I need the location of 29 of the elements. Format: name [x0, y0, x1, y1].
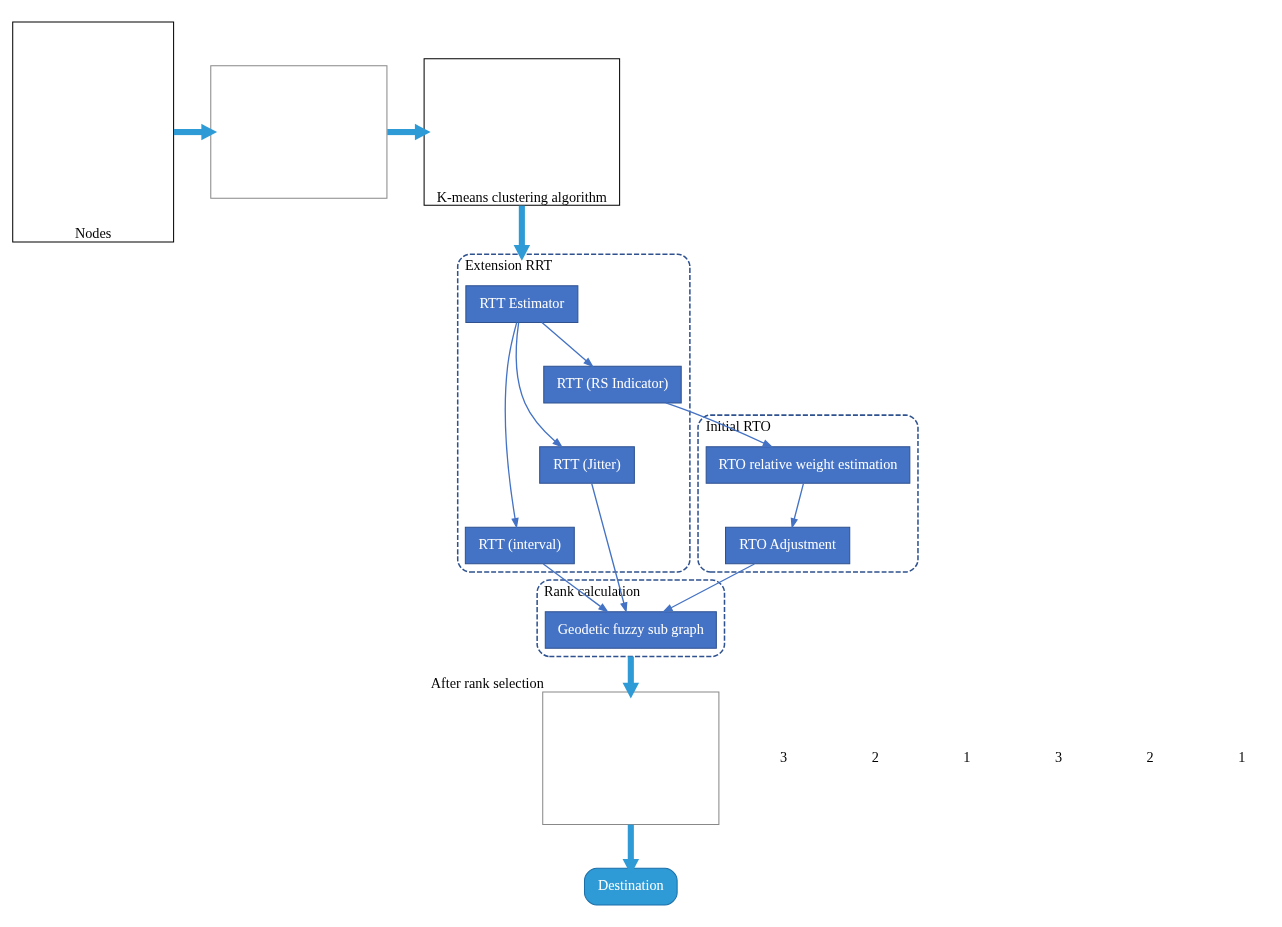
arrow [173, 123, 218, 141]
node-box: Geodetic fuzzy sub graph [544, 611, 717, 649]
node-box: RTO relative weight estimation [705, 446, 911, 484]
node-box: RTT (RS Indicator) [543, 365, 682, 404]
label: 3 [780, 749, 788, 766]
node-box [210, 65, 388, 199]
arrow [504, 321, 519, 529]
node-box: K-means clustering algorithm [423, 58, 621, 206]
arrow [387, 123, 431, 141]
node-box: RTT (Jitter) [539, 446, 635, 484]
arrow [515, 321, 563, 448]
arrow [662, 563, 756, 613]
node-box: RTT (interval) [464, 526, 575, 565]
arrow [622, 656, 640, 699]
label: 3 [1054, 749, 1063, 766]
label: 1 [963, 749, 971, 766]
node-box: RTT Estimator [465, 285, 579, 323]
arrow [665, 402, 774, 448]
arrow [513, 205, 531, 261]
node-label: After rank selection [430, 675, 544, 692]
node-box [542, 691, 720, 825]
node-box: Nodes [12, 21, 175, 243]
label: 1 [1238, 749, 1246, 766]
label: 2 [1146, 749, 1154, 766]
arrow [541, 321, 594, 368]
node-box: Destination [584, 867, 678, 906]
label: 2 [871, 749, 879, 766]
node-box: RTO Adjustment [725, 526, 851, 565]
arrow [790, 482, 805, 530]
